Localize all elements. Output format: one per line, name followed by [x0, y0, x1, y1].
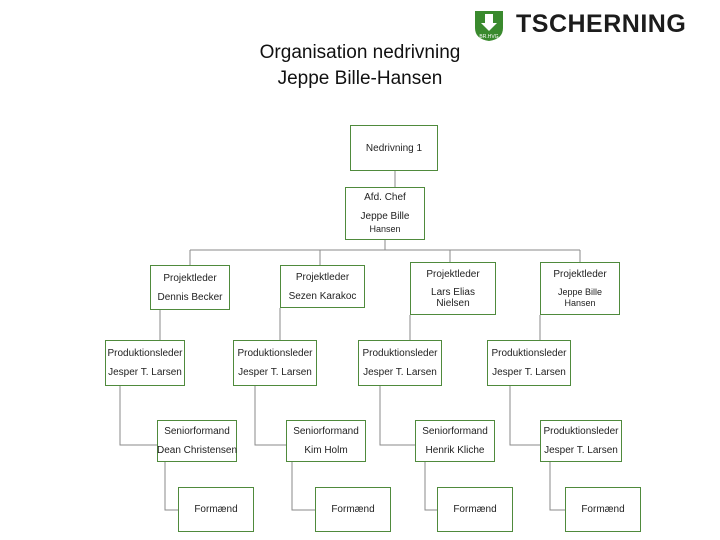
- title-line-2: Jeppe Bille-Hansen: [277, 68, 443, 89]
- node-title: Seniorformand: [164, 426, 230, 437]
- logo-badge-text: BR.HVG: [479, 34, 498, 40]
- logo-wordmark: TSCHERNING: [516, 10, 687, 38]
- node-project-leader-3: Projektleder Lars Elias Nielsen: [410, 262, 496, 315]
- node-foremen-1: Formænd: [178, 487, 254, 532]
- node-name: Dennis Becker: [157, 291, 223, 303]
- connector-sen4-form4: [549, 462, 565, 511]
- node-foremen-2: Formænd: [315, 487, 391, 532]
- node-root: Nedrivning 1: [350, 125, 438, 171]
- title-line-1: Organisation nedrivning: [259, 42, 461, 63]
- node-senior-foreman-3: Seniorformand Henrik Kliche: [415, 420, 495, 462]
- node-production-leader-3: Produktionsleder Jesper T. Larsen: [358, 340, 442, 386]
- node-title: Projektleder: [163, 272, 217, 284]
- node-title: Projektleder: [426, 269, 480, 280]
- node-name: Jeppe Bille Hansen: [557, 287, 603, 308]
- node-title: Projektleder: [295, 271, 350, 283]
- node-title: Produktionsleder: [543, 426, 619, 437]
- node-name: Lars Elias Nielsen: [431, 287, 475, 309]
- node-dept-head: Afd. Chef Jeppe Bille Hansen: [345, 187, 425, 240]
- node-name: Henrik Kliche: [425, 445, 485, 456]
- node-title: Formænd: [331, 504, 375, 515]
- connector-sen2-form2: [291, 462, 315, 511]
- logo-badge-icon: BR.HVG: [475, 11, 503, 41]
- connector-sen3-form3: [424, 462, 437, 511]
- node-title: Seniorformand: [293, 426, 359, 437]
- node-project-leader-1: Projektleder Dennis Becker: [150, 265, 230, 310]
- node-project-leader-2: Projektleder Sezen Karakoc: [280, 265, 365, 308]
- node-root-title: Nedrivning 1: [365, 142, 423, 154]
- connector-prod2-sen2: [254, 386, 286, 446]
- node-dept-head-name-2: Hansen: [369, 224, 401, 234]
- node-name: Jesper T. Larsen: [544, 445, 618, 456]
- node-production-leader-4: Produktionsleder Jesper T. Larsen: [487, 340, 571, 386]
- node-senior-foreman-2: Seniorformand Kim Holm: [286, 420, 366, 462]
- connector-sen1-form1: [164, 462, 178, 511]
- company-logo: BR.HVG TSCHERNING: [472, 8, 712, 41]
- node-name: Kim Holm: [304, 445, 348, 456]
- node-title: Produktionsleder: [107, 348, 183, 359]
- connector-prod3-sen3: [379, 386, 415, 446]
- node-foremen-3: Formænd: [437, 487, 513, 532]
- node-title: Seniorformand: [422, 426, 488, 437]
- node-title: Produktionsleder: [237, 348, 313, 359]
- node-title: Produktionsleder: [491, 348, 567, 359]
- node-name: Sezen Karakoc: [288, 290, 357, 302]
- node-title: Formænd: [453, 504, 497, 515]
- node-name: Jesper T. Larsen: [363, 367, 437, 378]
- node-title: Produktionsleder: [362, 348, 438, 359]
- slide-title: Organisation nedrivning Jeppe Bille-Hans…: [200, 40, 520, 92]
- connector-prod4-sen4: [509, 386, 540, 446]
- node-senior-foreman-1: Seniorformand Dean Christensen: [157, 420, 237, 462]
- node-name: Jesper T. Larsen: [108, 367, 182, 378]
- node-title: Projektleder: [553, 269, 607, 280]
- node-name: Dean Christensen: [156, 445, 238, 456]
- node-project-leader-4: Projektleder Jeppe Bille Hansen: [540, 262, 620, 315]
- node-title: Formænd: [581, 504, 625, 515]
- node-foremen-4: Formænd: [565, 487, 641, 532]
- node-name: Jesper T. Larsen: [492, 367, 566, 378]
- node-dept-head-title: Afd. Chef: [364, 192, 406, 203]
- node-name: Jesper T. Larsen: [238, 367, 312, 378]
- node-dept-head-name-1: Jeppe Bille: [360, 211, 410, 222]
- connector-prod1-sen1: [119, 386, 157, 446]
- node-senior-foreman-4: Produktionsleder Jesper T. Larsen: [540, 420, 622, 462]
- node-production-leader-2: Produktionsleder Jesper T. Larsen: [233, 340, 317, 386]
- node-title: Formænd: [194, 504, 238, 515]
- node-production-leader-1: Produktionsleder Jesper T. Larsen: [105, 340, 185, 386]
